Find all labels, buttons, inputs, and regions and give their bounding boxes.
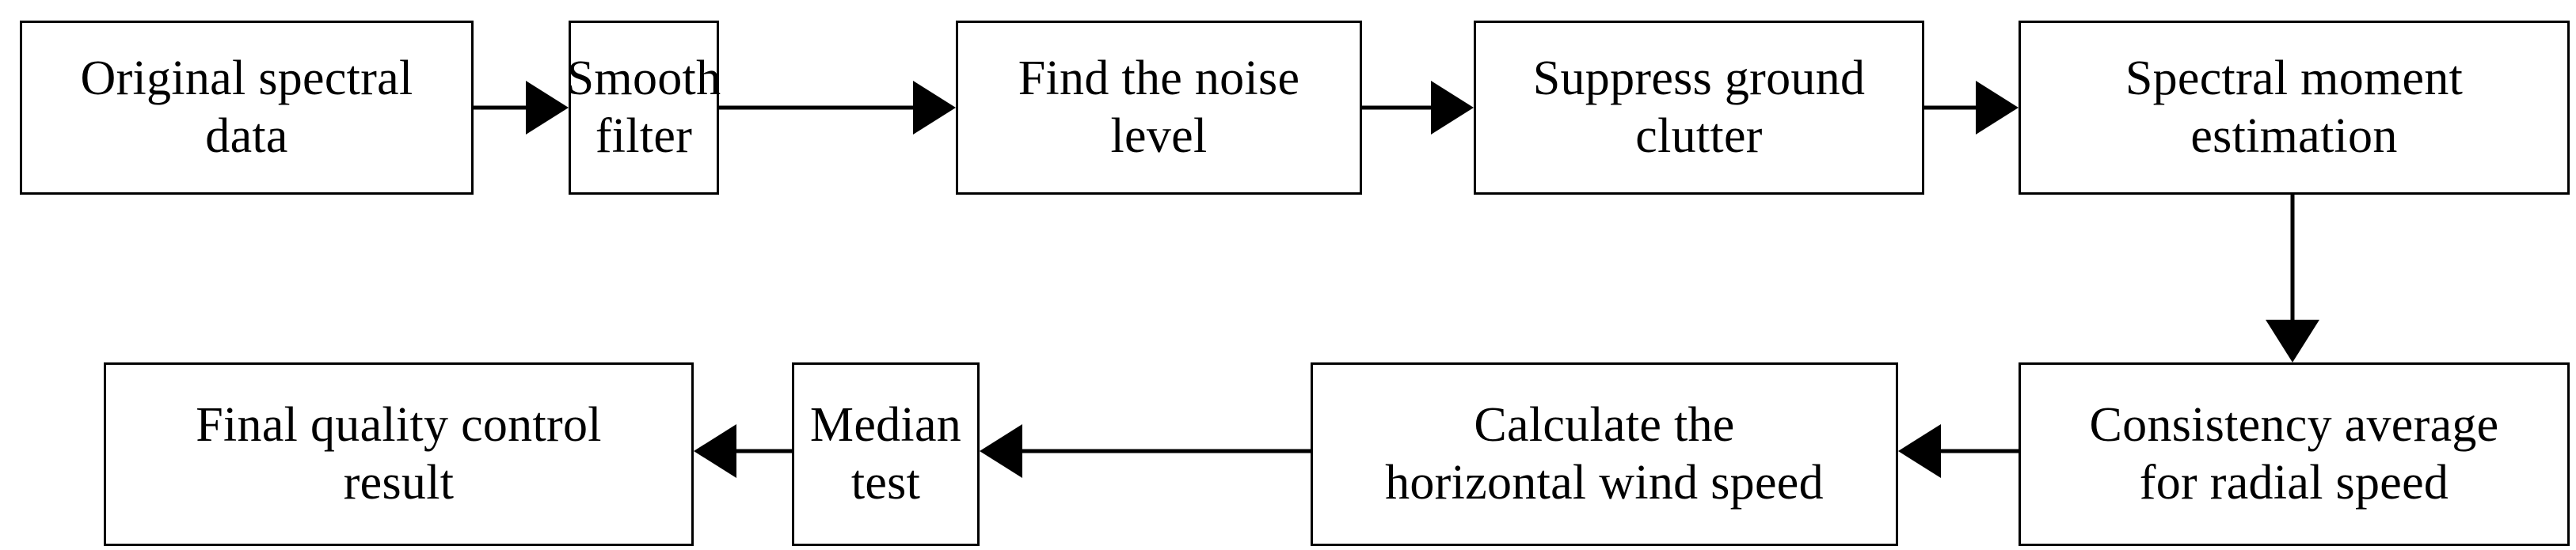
arrow-suppress-ground-clutter-to-spectral-moment-estimation	[1924, 79, 2019, 136]
arrow-spectral-moment-estimation-to-consistency-average-for-radial-speed	[2264, 195, 2321, 362]
node-original-spectral-data: Original spectral data	[20, 21, 474, 195]
node-spectral-moment-estimation: Spectral moment estimation	[2019, 21, 2570, 195]
arrow-smooth-filter-to-find-the-noise-level	[719, 79, 956, 136]
node-smooth-filter: Smooth filter	[567, 21, 721, 195]
arrow-calculate-the-horizontal-wind-speed-to-median-test	[980, 423, 1311, 480]
arrow-find-the-noise-level-to-suppress-ground-clutter	[1362, 79, 1474, 136]
node-suppress-ground-clutter: Suppress ground clutter	[1474, 21, 1924, 195]
arrow-original-spectral-data-to-smooth-filter	[474, 79, 569, 136]
node-final-quality-control-result: Final quality control result	[104, 362, 694, 546]
arrow-median-test-to-final-quality-control-result	[694, 423, 792, 480]
arrow-consistency-average-for-radial-speed-to-calculate-the-horizontal-wind-speed	[1898, 423, 2019, 480]
node-median-test: Median test	[792, 362, 980, 546]
node-consistency-average-for-radial-speed: Consistency average for radial speed	[2019, 362, 2570, 546]
node-calculate-the-horizontal-wind-speed: Calculate the horizontal wind speed	[1311, 362, 1898, 546]
node-find-the-noise-level: Find the noise level	[956, 21, 1362, 195]
